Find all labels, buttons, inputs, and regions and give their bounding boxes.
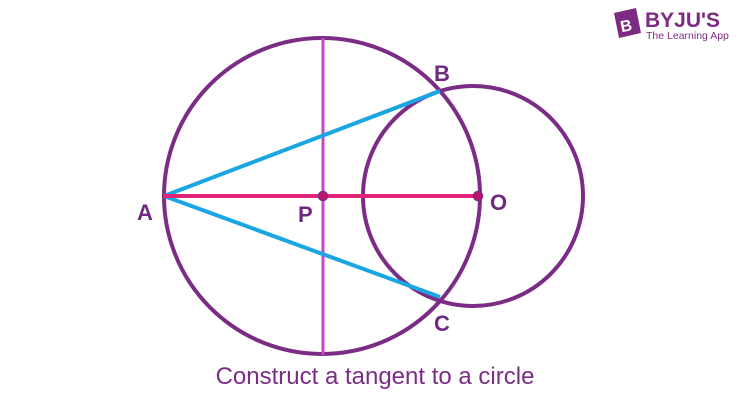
label-b: B: [434, 61, 450, 86]
tangent-line-ac: [163, 194, 441, 299]
byjus-logo: B BYJU'S The Learning App: [614, 8, 729, 42]
label-p: P: [298, 202, 313, 227]
byjus-logo-icon: B: [614, 8, 641, 38]
logo-brand-text: BYJU'S: [645, 9, 720, 32]
point-o: [472, 190, 484, 202]
point-p: [317, 190, 329, 202]
label-c: C: [434, 311, 450, 336]
diagram-caption: Construct a tangent to a circle: [216, 363, 535, 390]
label-o: O: [490, 190, 507, 215]
logo-tagline: The Learning App: [646, 30, 729, 42]
logo-icon-letter: B: [619, 17, 634, 36]
label-a: A: [137, 200, 153, 225]
tangent-line-ab: [163, 89, 441, 198]
